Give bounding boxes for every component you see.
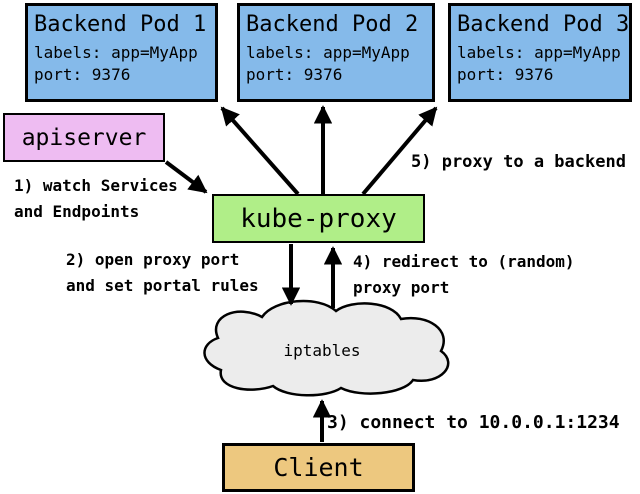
apiserver-label: apiserver (21, 124, 147, 151)
pod-port: port: 9376 (34, 65, 131, 84)
pod-port: port: 9376 (246, 65, 343, 84)
arrow-kubeproxy-to-pod3 (361, 106, 438, 196)
pod-labels: labels: app=MyApp (457, 43, 621, 62)
backend-pod-2: Backend Pod 2 labels: app=MyApp port: 93… (237, 3, 435, 102)
pod-title: Backend Pod 2 (246, 12, 419, 37)
arrow-kubeproxy-to-pod1 (220, 106, 300, 196)
backend-pod-1: Backend Pod 1 labels: app=MyApp port: 93… (25, 3, 218, 102)
pod-title: Backend Pod 3 (457, 12, 630, 37)
pod-labels: labels: app=MyApp (246, 43, 410, 62)
client-label: Client (273, 453, 364, 482)
client-node: Client (222, 443, 415, 492)
annotation-step5-proxy-backend: 5) proxy to a backend (411, 152, 626, 172)
annotation-step1-watch-services: 1) watch Services and Endpoints (14, 176, 178, 221)
annotation-step3-connect: 3) connect to 10.0.0.1:1234 (327, 412, 620, 433)
kube-proxy-node: kube-proxy (212, 194, 425, 243)
iptables-label: iptables (283, 341, 361, 360)
pod-labels: labels: app=MyApp (34, 43, 198, 62)
pod-port: port: 9376 (457, 65, 554, 84)
annotation-step4-redirect: 4) redirect to (random) proxy port (353, 252, 575, 297)
apiserver-node: apiserver (3, 113, 165, 162)
annotation-step2-open-proxy-port: 2) open proxy port and set portal rules (66, 250, 259, 295)
kube-proxy-label: kube-proxy (240, 203, 397, 234)
pod-title: Backend Pod 1 (34, 12, 207, 37)
arrow-apiserver-to-kubeproxy (164, 160, 208, 194)
backend-pod-3: Backend Pod 3 labels: app=MyApp port: 93… (448, 3, 632, 102)
